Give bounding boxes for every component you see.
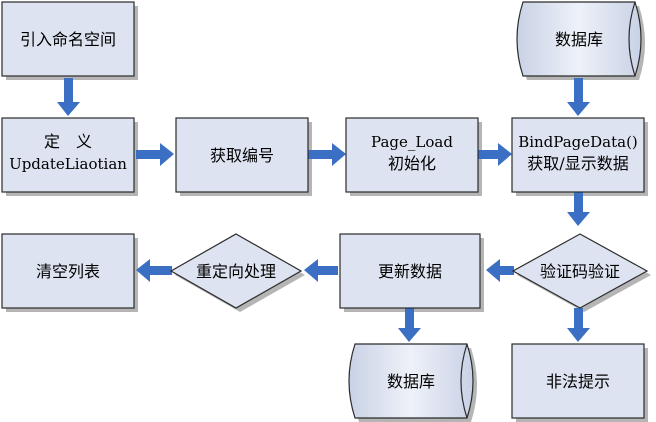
arrow-db-to-bind [567,78,590,116]
label-database-bottom: 数据库 [387,372,435,391]
label-bind-page-line1: BindPageData() [518,133,638,151]
node-clear-list [1,233,135,309]
node-database-bottom [348,343,474,419]
connectors [57,78,590,342]
label-redirect: 重定向处理 [196,262,276,281]
node-database-top [516,1,642,77]
label-import-namespace: 引入命名空间 [20,30,116,49]
node-redirect [169,233,303,309]
label-page-load-line1: Page_Load [371,133,453,151]
labels: 引入命名空间 定 义 UpdateLiaotian 获取编号 Page_Load… [9,30,638,391]
nodes [1,1,649,419]
arrow-pageload-to-bind [478,143,512,166]
arrow-redirect-to-clear [136,259,172,282]
arrow-captcha-to-illegal [567,308,590,342]
label-bind-page-line2: 获取/显示数据 [527,154,628,173]
label-update-data: 更新数据 [378,262,442,281]
label-get-id: 获取编号 [210,146,274,165]
node-page-load [345,117,479,193]
arrow-update-to-db [398,308,421,342]
label-database-top: 数据库 [555,30,603,49]
arrow-captcha-to-update [486,259,514,282]
node-get-id [175,117,309,193]
node-define-update [1,117,135,193]
arrow-import-to-define [57,78,80,116]
label-define-update-line1: 定 义 [44,132,92,151]
node-import-namespace [1,1,135,77]
node-bind-page-data [511,117,645,193]
label-illegal-hint: 非法提示 [546,372,610,391]
label-page-load-line2: 初始化 [388,154,436,173]
arrow-update-to-redirect [304,259,338,282]
node-update-data [339,233,481,309]
label-clear-list: 清空列表 [36,262,100,281]
node-illegal-hint [511,343,645,419]
label-define-update-line2: UpdateLiaotian [9,155,127,173]
arrow-bind-to-captcha [567,192,590,226]
arrow-getid-to-pageload [308,143,346,166]
arrow-define-to-getid [136,143,174,166]
node-captcha-check [511,233,649,309]
label-captcha-check: 验证码验证 [540,262,620,281]
